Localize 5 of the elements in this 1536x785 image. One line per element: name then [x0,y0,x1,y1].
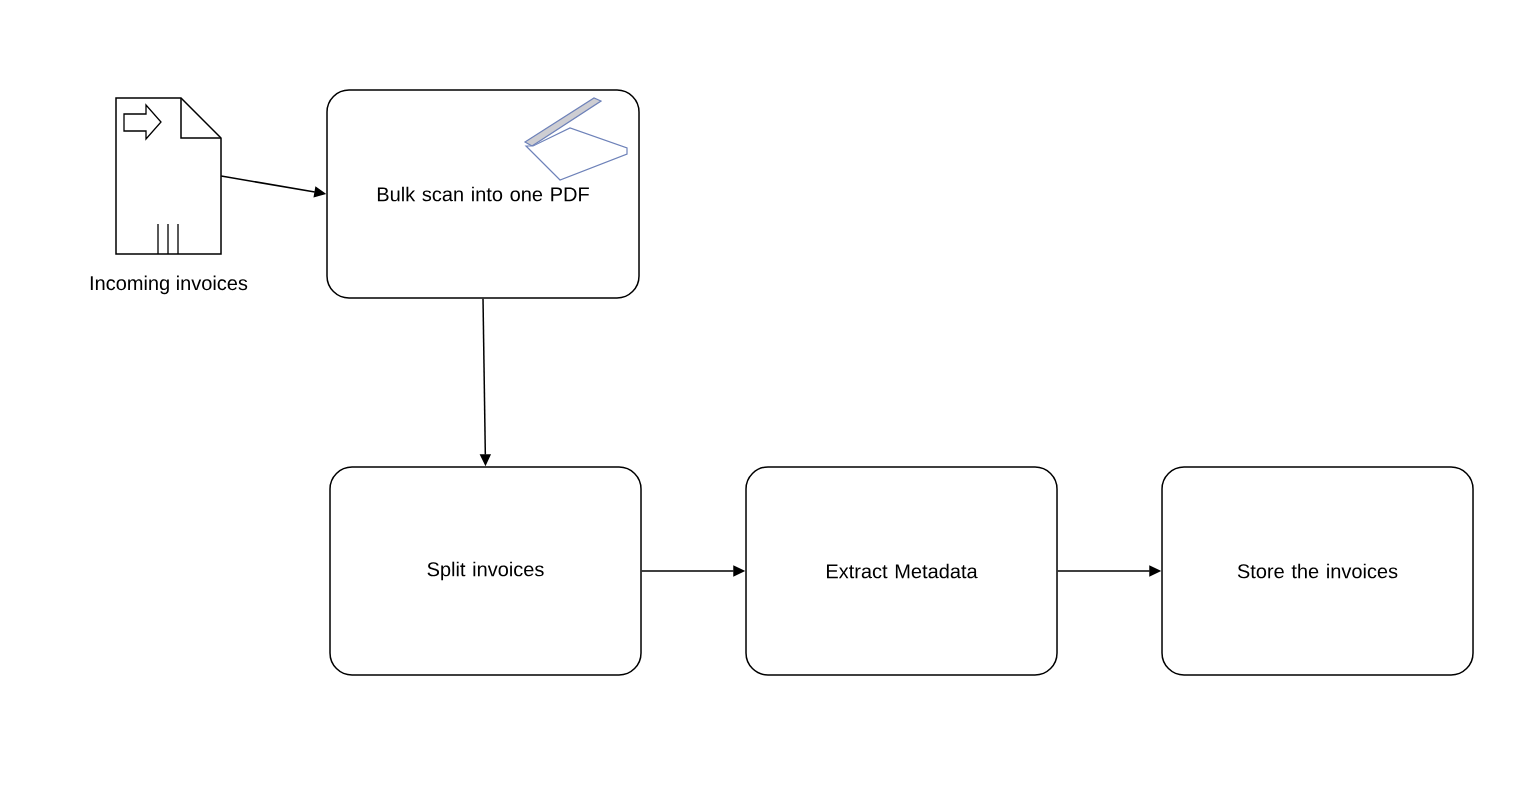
process-box: Bulk scan into one PDF [326,89,640,299]
node-caption: Incoming invoices [90,275,248,295]
process-box: Split invoices [329,466,642,676]
process-box: Store the invoices [1161,466,1474,676]
process-box: Extract Metadata [745,466,1058,676]
